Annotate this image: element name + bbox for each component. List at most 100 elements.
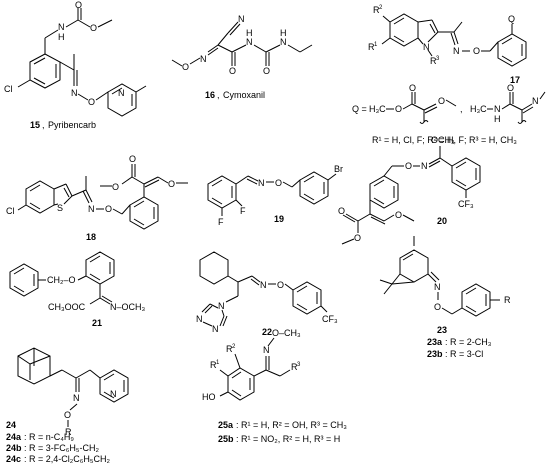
c24-atom-npy: N — [110, 389, 117, 399]
c23-number: 23 — [437, 325, 447, 335]
c17-atom-r3: R — [430, 56, 437, 66]
c22-atom-n-oxime: N — [260, 280, 267, 290]
c20-atom-n: N — [421, 161, 428, 171]
c18-benzothiophene-benzo — [25, 180, 55, 214]
c20-atom-o: O — [405, 161, 412, 171]
c24b-id: 24b — [6, 443, 22, 453]
c22-atom-n2: N — [196, 314, 203, 324]
c15-atom-o1: O — [75, 0, 82, 10]
c20-atom-o4: O — [395, 210, 402, 220]
c15-atom-h: H — [58, 32, 65, 42]
c16-atom-nh1: N — [246, 37, 253, 47]
c16-atom-h2: H — [280, 28, 287, 38]
compound-19: N O Br F F 19 — [207, 164, 343, 227]
c22-atom-cf3: CF₃ — [322, 314, 338, 324]
c17-atom-n2: N — [453, 46, 460, 56]
c25-atom-r1-sup: 1 — [216, 360, 220, 366]
c15-pyridine-ring — [107, 83, 137, 117]
c18-atom-o4: O — [105, 204, 112, 214]
c15-name: Pyribencarb — [48, 120, 96, 130]
compound-21: CH₂–O CH₃OOC N–OCH₃ 21 — [9, 251, 146, 328]
c17-q-option1-h3c: H₃C — [369, 104, 386, 114]
c16-atom-h1: H — [246, 28, 253, 38]
c17-q-label: Q = — [352, 104, 367, 114]
c19-number: 19 — [274, 214, 284, 224]
c17-atom-r1: R — [368, 42, 375, 52]
c25-atom-o: O–CH₃ — [272, 328, 301, 338]
c22-cyclohexyl-ring — [199, 251, 229, 285]
c17-r-definitions: R¹ = H, Cl, F; R² = H, F; R³ = H, CH₃ — [372, 135, 517, 145]
c24b-text: : R = 3-FC₆H₅-CH₂ — [24, 443, 100, 453]
c24-number: 24 — [6, 420, 16, 430]
c17-atom-r1-sup: 1 — [374, 42, 378, 48]
c18-number: 18 — [86, 232, 96, 242]
c25-atom-r2: R — [226, 344, 233, 354]
c17-q-option-2: H₃C N H O N — [470, 83, 546, 124]
c20-benzene-ring-2 — [451, 157, 481, 191]
c25a-text: : R¹ = H, R² = OH, R³ = CH₃ — [236, 420, 347, 430]
c15-atom-cl: Cl — [4, 84, 13, 94]
c16-atom-o3: O — [263, 66, 270, 76]
c21-number: 21 — [92, 318, 102, 328]
svg-text:,: , — [217, 90, 220, 100]
c20-atom-o2: O — [354, 233, 361, 243]
c23-benzene-ring — [461, 283, 491, 317]
c23a-id: 23a — [427, 337, 443, 347]
c17-q-option1-o3: O — [438, 96, 445, 106]
c17-atom-r2: R — [373, 5, 380, 15]
compound-16: N N O O N H O N H 16 , Cymoxanil — [171, 14, 313, 100]
c19-atom-f1: F — [240, 206, 246, 216]
c25b-text: : R¹ = NO₂, R² = H, R³ = H — [236, 434, 340, 444]
c17-q-option2-h: H — [494, 114, 501, 124]
c21-atom-noch3: N–OCH₃ — [110, 302, 146, 312]
c24-pyridine-ring — [99, 369, 129, 403]
c19-atom-br: Br — [334, 164, 343, 174]
c15-atom-o3: O — [88, 97, 95, 107]
c17-atom-r2-sup: 2 — [379, 5, 383, 11]
c23a-text: : R = 2-CH₃ — [445, 337, 492, 347]
c24c-id: 24c — [6, 454, 21, 464]
c18-atom-n: N — [88, 204, 95, 214]
c23-atom-n: N — [434, 282, 441, 292]
c17-q-option2-h3c: H₃C — [470, 104, 487, 114]
c19-atom-n: N — [258, 178, 265, 188]
compound-18: Cl S N O O O O 18 — [6, 154, 188, 242]
compound-22: N O CF₃ N N N 22 — [196, 251, 338, 337]
c22-atom-n3: N — [212, 324, 219, 334]
c17-atom-r3-sup: 3 — [436, 56, 440, 62]
c23b-id: 23b — [427, 349, 443, 359]
c24c-text: : R = 2,4-Cl₂C₆H₅CH₂ — [24, 454, 111, 464]
c20-atom-och3: OCH₃ — [431, 135, 455, 145]
c16-atom-n1: N — [238, 14, 245, 24]
c24-atom-n: N — [73, 393, 80, 403]
c25a-id: 25a — [218, 420, 234, 430]
c15-number: 15 — [30, 120, 40, 130]
c16-atom-n2: N — [200, 54, 207, 64]
c24-atom-o: O — [64, 410, 71, 420]
c25-atom-r2-sup: 2 — [232, 344, 236, 350]
c19-atom-o: O — [275, 178, 282, 188]
c18-atom-s: S — [57, 203, 63, 213]
c19-atom-f2: F — [218, 217, 224, 227]
c15-atom-n: N — [71, 88, 78, 98]
c15-atom-o2: O — [90, 23, 97, 33]
c17-q-option1-o1: O — [395, 104, 402, 114]
compound-15: N H O O Cl N O N 15 , Pyribencarb — [4, 0, 147, 130]
svg-text:,: , — [42, 120, 45, 130]
c22-number: 22 — [262, 327, 272, 337]
compound-20: O N OCH₃ CF₃ O O O 20 — [338, 135, 481, 245]
c18-atom-o1: O — [129, 154, 136, 164]
c24-atom-r: R — [65, 427, 72, 437]
compound-24: N O R N 24 24a : R = n-C₄H₉ 24b : R = 3-… — [6, 347, 129, 464]
c17-atom-o: O — [473, 46, 480, 56]
c15-atom-nh: N — [58, 22, 65, 32]
c20-atom-cf3: CF₃ — [458, 199, 474, 209]
c21-atom-ch2o: CH₂–O — [47, 275, 76, 285]
c24a-text: : R = n-C₄H₉ — [24, 432, 74, 442]
c23-atom-o: O — [434, 302, 441, 312]
compound-25: R 1 R 2 HO N O–CH₃ R 3 25a : R¹ = H, R² … — [202, 328, 347, 444]
c25-atom-n: N — [263, 345, 270, 355]
c16-atom-o1: O — [182, 62, 189, 72]
c21-benzene-ring-1 — [9, 263, 39, 297]
c25-atom-r1: R — [210, 360, 217, 370]
